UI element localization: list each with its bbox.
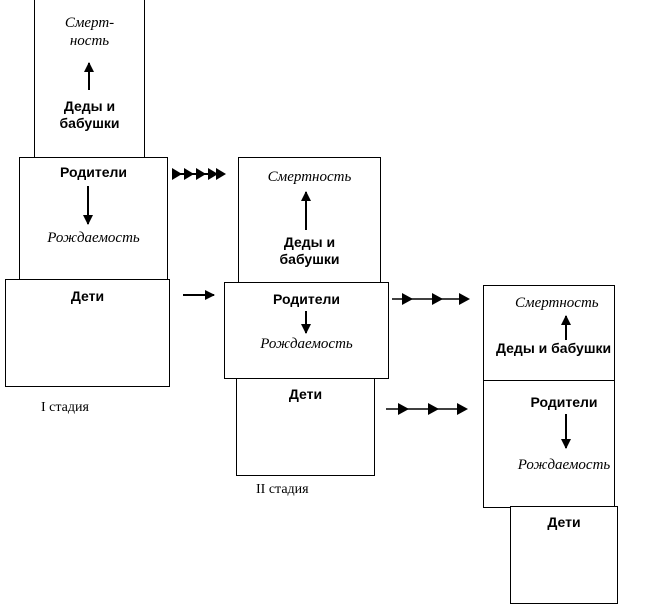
stage2-grandparents-label: Деды и бабушки bbox=[279, 234, 340, 267]
stage2-to-stage3-parents-arrow bbox=[392, 293, 470, 305]
stage2-birthrate-label: Рождаемость bbox=[260, 336, 353, 352]
stage3-parents-label: Родители bbox=[530, 394, 598, 410]
stage2-children-label: Дети bbox=[288, 386, 323, 402]
stage2-caption: II стадия bbox=[256, 482, 309, 497]
stage1-mortality-label: Смерт- ность bbox=[64, 15, 115, 49]
stage1-to-stage2-parents-arrow bbox=[172, 168, 226, 180]
stage1-parents-label: Родители bbox=[60, 164, 127, 180]
stage2-children-box bbox=[236, 378, 375, 476]
stage1-parents-box bbox=[19, 157, 168, 281]
stage1-children-label: Дети bbox=[70, 288, 105, 304]
stage3-children-box bbox=[510, 506, 618, 604]
stage3-grandparents-box bbox=[483, 285, 615, 382]
stage1-birthrate-label: Рождаемость bbox=[47, 230, 140, 246]
stage3-children-label: Дети bbox=[547, 514, 581, 530]
stage1-caption: I стадия bbox=[41, 400, 89, 415]
stage3-birthrate-label: Рождаемость bbox=[517, 457, 611, 473]
stage2-grandparents-box bbox=[238, 157, 381, 284]
stage2-parents-label: Родители bbox=[273, 291, 340, 307]
stage3-parents-box bbox=[483, 380, 615, 508]
stage1-children-box bbox=[5, 279, 170, 387]
stage2-to-stage3-children-arrow bbox=[386, 403, 468, 415]
stage3-mortality-label: Смертность bbox=[515, 295, 599, 311]
stage2-mortality-label: Смертность bbox=[267, 169, 352, 185]
stage3-grandparents-label: Деды и бабушки bbox=[496, 340, 612, 356]
stage1-grandparents-label: Деды и бабушки bbox=[59, 98, 120, 131]
